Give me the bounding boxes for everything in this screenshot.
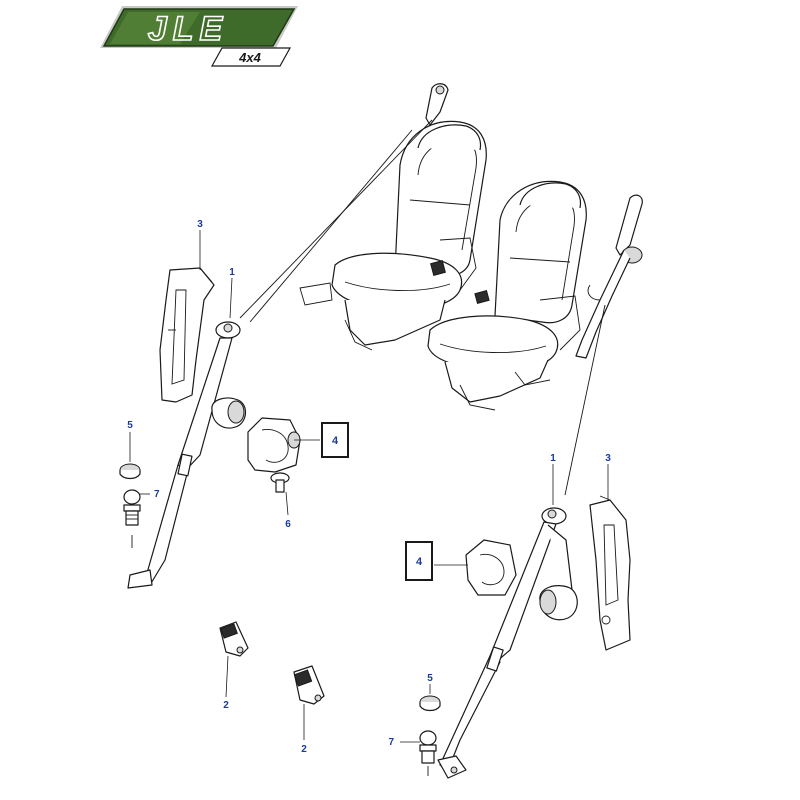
- callout-4-left: 4: [332, 435, 339, 447]
- bolt-left: [123, 489, 141, 548]
- jle-logo: JLE 4x4: [100, 6, 298, 67]
- cap-left: [119, 463, 141, 480]
- seat-belt-left: [127, 321, 247, 589]
- logo-brand: JLE: [148, 10, 228, 48]
- bolt-item6: [270, 472, 290, 493]
- seat-right-illustration: [427, 180, 587, 411]
- callout-box-4-left: 4: [321, 422, 349, 458]
- callout-4-right: 4: [416, 556, 423, 568]
- callout-5-right: 5: [427, 673, 433, 684]
- upper-belt-right: [564, 194, 643, 496]
- seat-belt-right: [437, 507, 578, 779]
- bracket-right: [465, 539, 517, 596]
- bracket-left: [247, 417, 301, 473]
- callout-3-left: 3: [197, 219, 203, 230]
- buckle-b: [293, 665, 325, 705]
- callout-5-left: 5: [127, 420, 133, 431]
- callout-7-left: 7: [154, 489, 160, 500]
- callout-box-4-right: 4: [405, 541, 433, 581]
- buckle-a: [219, 621, 249, 657]
- pillar-trim-right: [589, 495, 631, 651]
- cap-right: [419, 695, 441, 712]
- leader-lines: [129, 230, 609, 743]
- callout-1-right: 1: [550, 453, 556, 464]
- callout-3-right: 3: [605, 453, 611, 464]
- callout-labels: 3 1 5 7 6 2 2 1 3 5 7: [127, 219, 611, 755]
- pillar-trim-left: [159, 267, 215, 403]
- callout-2-b: 2: [301, 744, 307, 755]
- upper-belt-anchor-left: [425, 83, 449, 126]
- callout-2-a: 2: [223, 700, 229, 711]
- seat-left-illustration: [299, 120, 487, 351]
- callout-6: 6: [285, 519, 291, 530]
- bolt-right: [419, 730, 437, 776]
- callout-7-right: 7: [388, 737, 394, 748]
- callout-1-left: 1: [229, 267, 235, 278]
- logo-subtitle: 4x4: [238, 50, 261, 65]
